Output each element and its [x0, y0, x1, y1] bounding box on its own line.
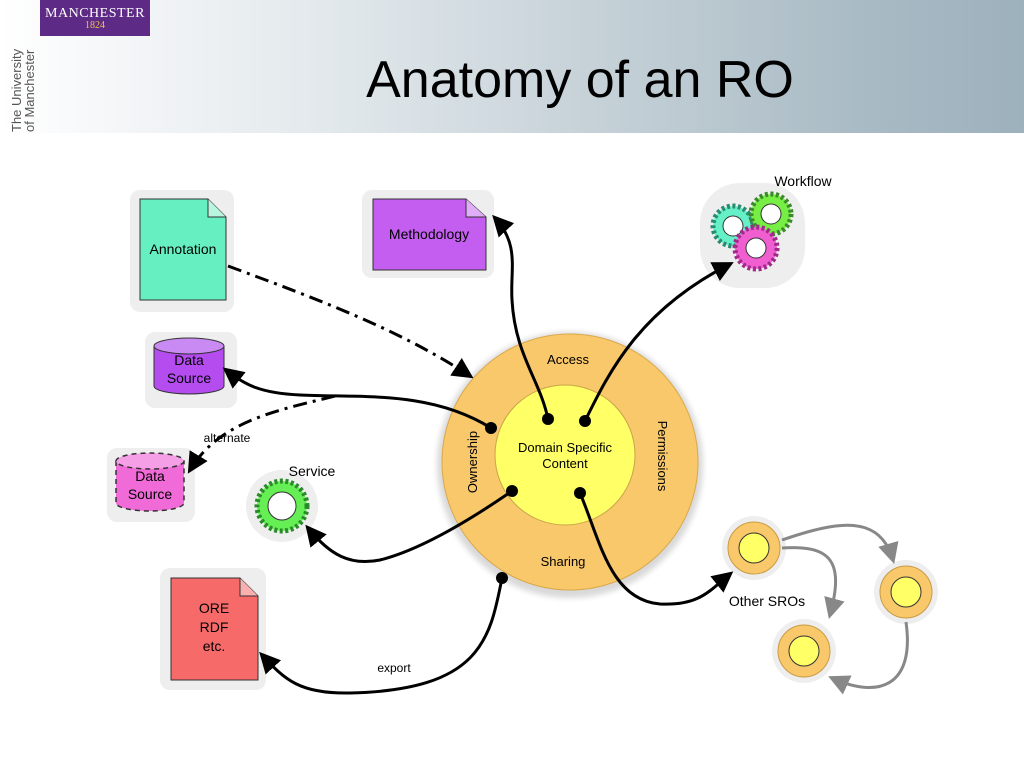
sro-link-2-to-3 — [828, 621, 909, 695]
alternate-edge-label: alternate — [204, 431, 251, 445]
ring-label-permissions: Permissions — [655, 421, 670, 492]
methodology-label: Methodology — [389, 226, 469, 242]
ore-label-line2: RDF — [200, 619, 229, 635]
ro-core: Domain Specific Content Access Sharing O… — [437, 332, 703, 598]
data-source-node: Data Source — [145, 332, 237, 408]
methodology-connector — [492, 214, 550, 420]
ore-document-icon — [170, 577, 259, 681]
logo-wordmark: MANCHESTER — [45, 6, 145, 21]
export-edge-label: export — [377, 661, 411, 675]
sro-link-1-to-3 — [781, 546, 845, 620]
other-sros-label: Other SROs — [729, 593, 805, 609]
service-node: Service — [246, 463, 336, 542]
workflow-label: Workflow — [774, 173, 832, 189]
service-label: Service — [289, 463, 336, 479]
service-gear-hole — [267, 491, 297, 521]
ore-node: ORE RDF etc. — [160, 568, 266, 690]
workflow-node: Workflow — [700, 173, 833, 288]
sro-link-1-to-2 — [781, 523, 899, 565]
methodology-document-icon — [372, 198, 487, 271]
methodology-page-fold — [465, 199, 486, 218]
alternate-data-source-label-line2: Source — [128, 486, 173, 502]
service-connector — [305, 489, 513, 564]
header-background — [0, 0, 1024, 133]
annotation-node: Annotation — [130, 190, 234, 312]
data-source-label-line2: Source — [167, 370, 212, 386]
workflow-gear-pink-hole — [745, 237, 767, 259]
ore-label-line1: ORE — [199, 600, 229, 616]
core-label-line1: Domain Specific — [518, 440, 612, 455]
database-icon — [153, 346, 225, 395]
database-top — [153, 337, 225, 355]
workflow-gear-green-hole — [760, 203, 782, 225]
ro-inner-core — [494, 384, 636, 526]
annotation-label: Annotation — [150, 241, 217, 257]
ore-page-fold — [239, 578, 258, 597]
alternate-connector — [187, 394, 336, 474]
sro-1-core — [738, 532, 770, 564]
workflow-gear-teal-hole — [722, 215, 744, 237]
ring-label-access: Access — [547, 352, 589, 367]
other-sros-connector — [578, 492, 734, 606]
alternate-database-icon — [115, 461, 185, 512]
connectors: alternate export — [187, 214, 734, 695]
workflow-connector — [583, 262, 734, 422]
ring-label-sharing: Sharing — [541, 554, 586, 569]
core-label-line2: Content — [542, 456, 588, 471]
alternate-data-source-label-line1: Data — [135, 468, 165, 484]
annotation-document-icon — [139, 198, 227, 301]
university-logo: MANCHESTER 1824 — [40, 0, 150, 36]
methodology-node: Methodology — [362, 190, 494, 278]
ore-label-line3: etc. — [203, 638, 226, 654]
other-sros-group: Other SROs — [722, 516, 938, 695]
annotation-connector — [227, 264, 474, 379]
alternate-data-source-node: Data Source — [107, 448, 195, 522]
ring-label-ownership: Ownership — [465, 431, 480, 493]
logo-year: 1824 — [85, 20, 105, 31]
sro-2-core — [890, 576, 922, 608]
annotation-page-fold — [207, 199, 226, 218]
data-source-connector — [222, 367, 492, 430]
sro-3-core — [788, 635, 820, 667]
slide-title: Anatomy of an RO — [366, 51, 794, 109]
alternate-database-top — [115, 452, 185, 470]
export-connector — [259, 577, 504, 695]
data-source-label-line1: Data — [174, 352, 204, 368]
